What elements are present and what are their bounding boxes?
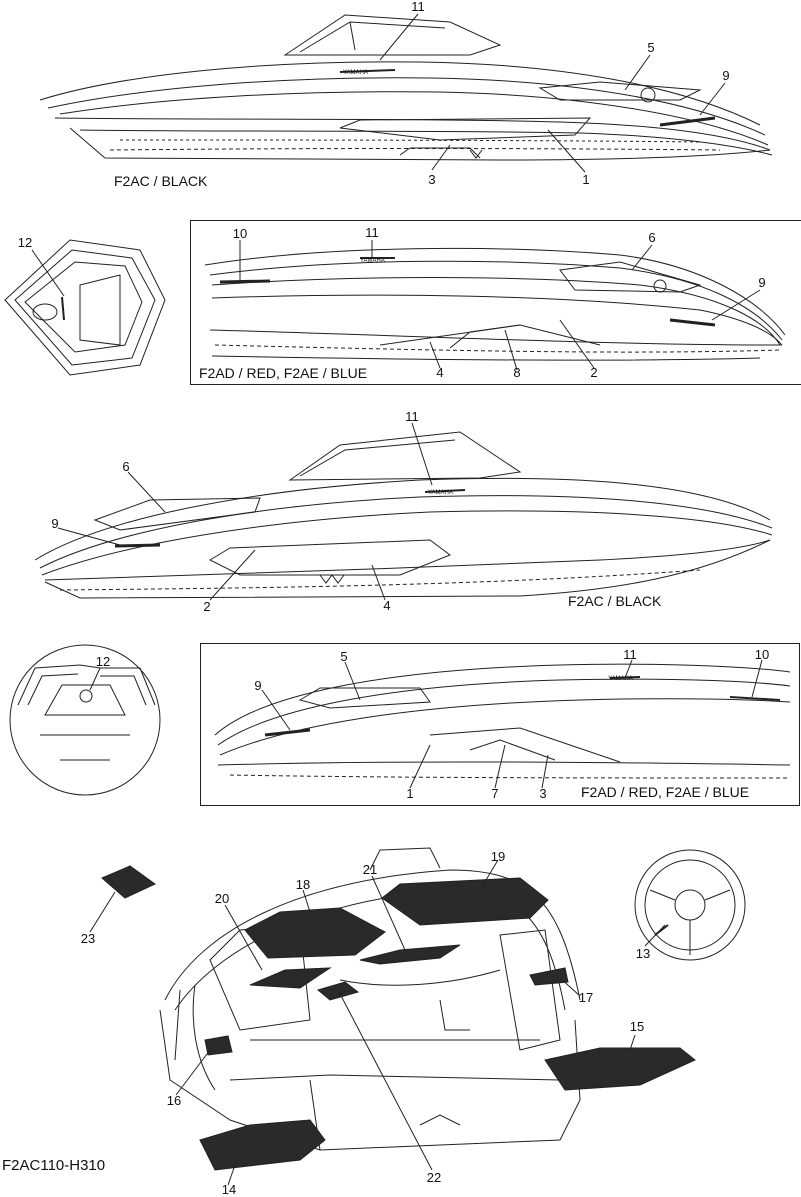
callout-18: 18 (295, 877, 311, 892)
stern-detail-2 (9, 644, 161, 796)
callout-20: 20 (214, 891, 230, 906)
callout-5: 5 (647, 40, 655, 55)
boat-view-3 (34, 431, 773, 599)
boat-view-1 (39, 14, 773, 161)
callout-9: 9 (254, 678, 262, 693)
callout-14: 14 (221, 1182, 237, 1197)
callout-19: 19 (490, 849, 506, 864)
callout-4: 4 (383, 598, 391, 613)
callout-9: 9 (722, 68, 730, 83)
boat-view-2 (204, 247, 786, 361)
callout-11: 11 (623, 647, 637, 662)
brand-mark-v2: YAMAHA (360, 258, 385, 264)
callout-6: 6 (648, 230, 656, 245)
callout-12: 12 (95, 654, 111, 669)
callout-10: 10 (232, 226, 248, 241)
callout-11: 11 (405, 409, 419, 424)
callout-4: 4 (436, 365, 444, 380)
brand-mark-v3: YAMAHA (428, 490, 453, 496)
callout-3: 3 (539, 786, 547, 801)
callout-17: 17 (578, 990, 594, 1005)
callout-9: 9 (51, 516, 59, 531)
callout-1: 1 (582, 172, 590, 187)
callout-2: 2 (203, 599, 211, 614)
callout-22: 22 (426, 1170, 442, 1185)
variant-label-view-4: F2AD / RED, F2AE / BLUE (581, 784, 750, 800)
variant-label-view-3: F2AC / BLACK (568, 593, 662, 609)
figure-code: F2AC110-H310 (2, 1157, 106, 1174)
callout-6: 6 (122, 459, 130, 474)
callout-16: 16 (166, 1093, 182, 1108)
callout-10: 10 (754, 647, 770, 662)
callout-13: 13 (635, 946, 651, 961)
callout-3: 3 (428, 172, 436, 187)
callout-12: 12 (17, 235, 33, 250)
view-2-panel (190, 220, 801, 385)
callout-5: 5 (340, 649, 348, 664)
callout-8: 8 (513, 365, 521, 380)
callout-11: 11 (365, 225, 379, 240)
boat-view-4 (214, 663, 791, 779)
stern-detail-1 (4, 239, 166, 376)
brand-mark-v1: YAMAHA (343, 70, 368, 76)
callout-23: 23 (80, 931, 96, 946)
variant-label-view-2: F2AD / RED, F2AE / BLUE (199, 365, 368, 381)
callout-2: 2 (590, 365, 598, 380)
view-4-panel (200, 643, 800, 806)
callout-21: 21 (362, 862, 378, 877)
callout-15: 15 (629, 1019, 645, 1034)
variant-label-view-1: F2AC / BLACK (114, 173, 208, 189)
callout-9: 9 (758, 275, 766, 290)
callout-7: 7 (491, 786, 499, 801)
interior-view (101, 847, 746, 1171)
callout-11: 11 (411, 0, 425, 14)
brand-mark-v4: YAMAHA (608, 676, 633, 682)
callout-1: 1 (406, 786, 414, 801)
